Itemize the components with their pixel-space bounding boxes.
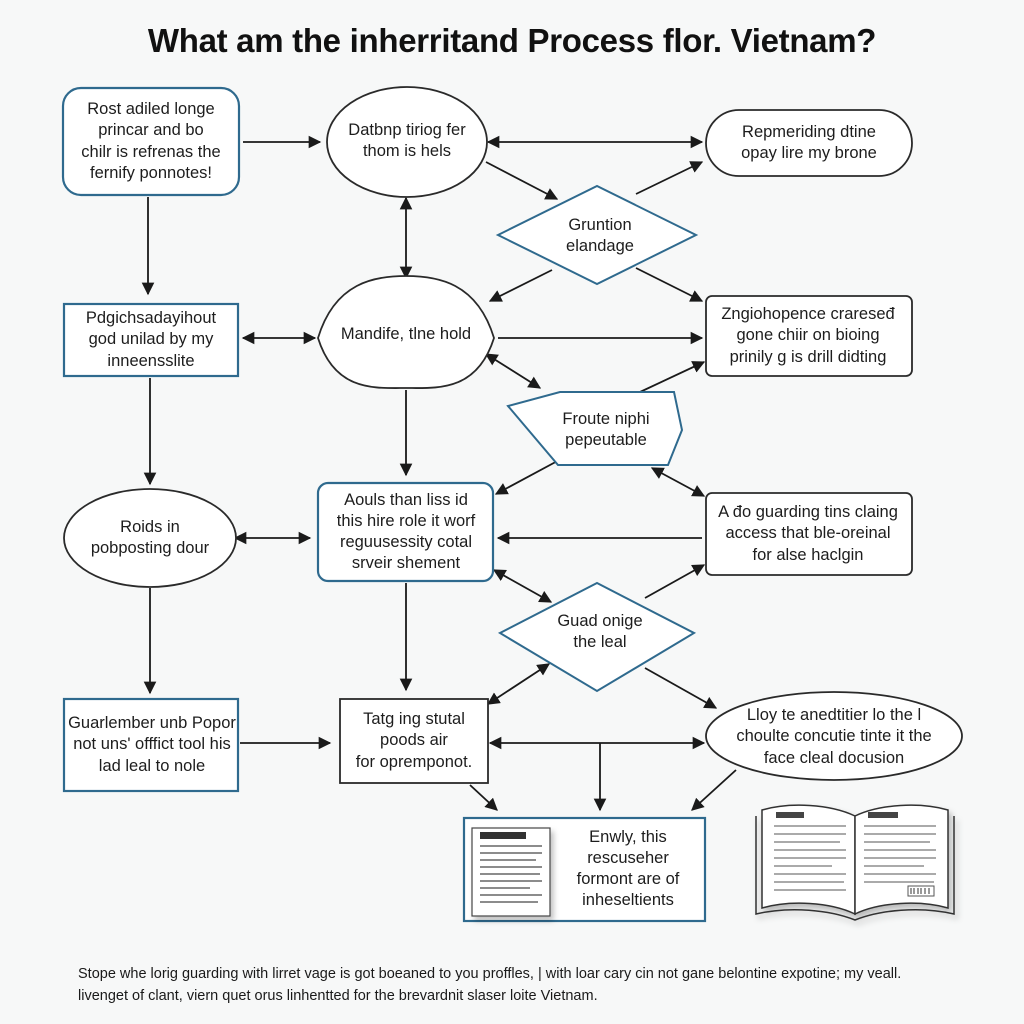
- process-box-node-14: [339, 698, 489, 784]
- hexagon-node-8: [506, 391, 684, 466]
- connector-arrow: [644, 667, 718, 709]
- lens-node-6: [317, 275, 495, 389]
- footer-line-1: Stope whe lorig guarding with lirret vag…: [78, 966, 902, 982]
- decision-diamond-node-12: [497, 581, 697, 693]
- connector-arrow: [691, 769, 737, 811]
- node-1-label: Rost adiled longe princar and bo chilr i…: [81, 100, 221, 182]
- document-icon: [471, 827, 551, 917]
- connector-arrow: [492, 569, 553, 603]
- node-15-label: Lloy te anedtitier lo the l choulte conc…: [736, 706, 932, 767]
- connector-arrow: [486, 663, 551, 705]
- oval-node-2: [326, 86, 488, 198]
- connectors: [141, 135, 737, 812]
- connector-arrow: [644, 564, 706, 599]
- node-9-label: Roids in pobposting dour: [90, 517, 210, 557]
- node-10-label: Aouls than liss id this hire role it wor…: [336, 490, 476, 573]
- connector-arrow: [494, 457, 564, 495]
- node-12-label: Guad onige the leal: [557, 611, 643, 651]
- node-2-label: Datbnp tiriog fer thom is hels: [348, 120, 466, 160]
- node-shapes: [61, 86, 963, 923]
- node-13-label: Guarlember unb Popor not uns' offfict to…: [68, 714, 236, 775]
- connector-arrow: [635, 161, 704, 195]
- connector-arrow: [488, 269, 553, 302]
- node-3-label: Repmeriding dtine opay lire my brone: [741, 122, 877, 162]
- node-6-label: Mandife, tlne hold: [340, 325, 472, 344]
- oval-node-9: [63, 488, 237, 588]
- node-14-label: Tatg ing stutal poods air for opremponot…: [355, 710, 473, 771]
- connector-arrow: [484, 353, 542, 389]
- decision-diamond-node-4: [495, 184, 699, 286]
- process-box-node-7: [705, 295, 913, 377]
- open-book-icon: [755, 804, 955, 921]
- terminator-node-3: [705, 109, 913, 177]
- process-box-node-5: [62, 302, 240, 378]
- footer-line-2: livenget of clant, viern quet orus linhe…: [78, 987, 598, 1004]
- process-box-node-13: [62, 697, 240, 793]
- node-5-label: Pdgichsadayihout god unilad by my inneen…: [85, 309, 217, 370]
- process-box-node-10: [316, 481, 495, 583]
- node-16-label: Enwly, this rescuseher formont are of in…: [576, 827, 680, 910]
- node-4-label: Gruntion elandage: [566, 215, 634, 255]
- connector-arrow: [639, 361, 706, 393]
- node-11-label: A đo guarding tins claing access that bl…: [718, 503, 898, 564]
- process-box-node-1: [61, 86, 241, 197]
- node-8-label: Froute niphi pepeutable: [562, 409, 650, 449]
- connector-arrow: [635, 267, 704, 302]
- oval-node-15: [705, 691, 963, 781]
- connector-arrow: [485, 161, 559, 200]
- connector-arrow: [650, 467, 706, 497]
- footer-caption: Stope whe lorig guarding with lirret vag…: [78, 964, 978, 1008]
- diagram-title: What am the inherritand Process flor. Vi…: [147, 22, 877, 59]
- connector-arrow: [469, 784, 498, 811]
- process-box-node-11: [705, 492, 913, 576]
- node-7-label: Zngiohopence crareseđ gone chiir on bioi…: [721, 305, 895, 366]
